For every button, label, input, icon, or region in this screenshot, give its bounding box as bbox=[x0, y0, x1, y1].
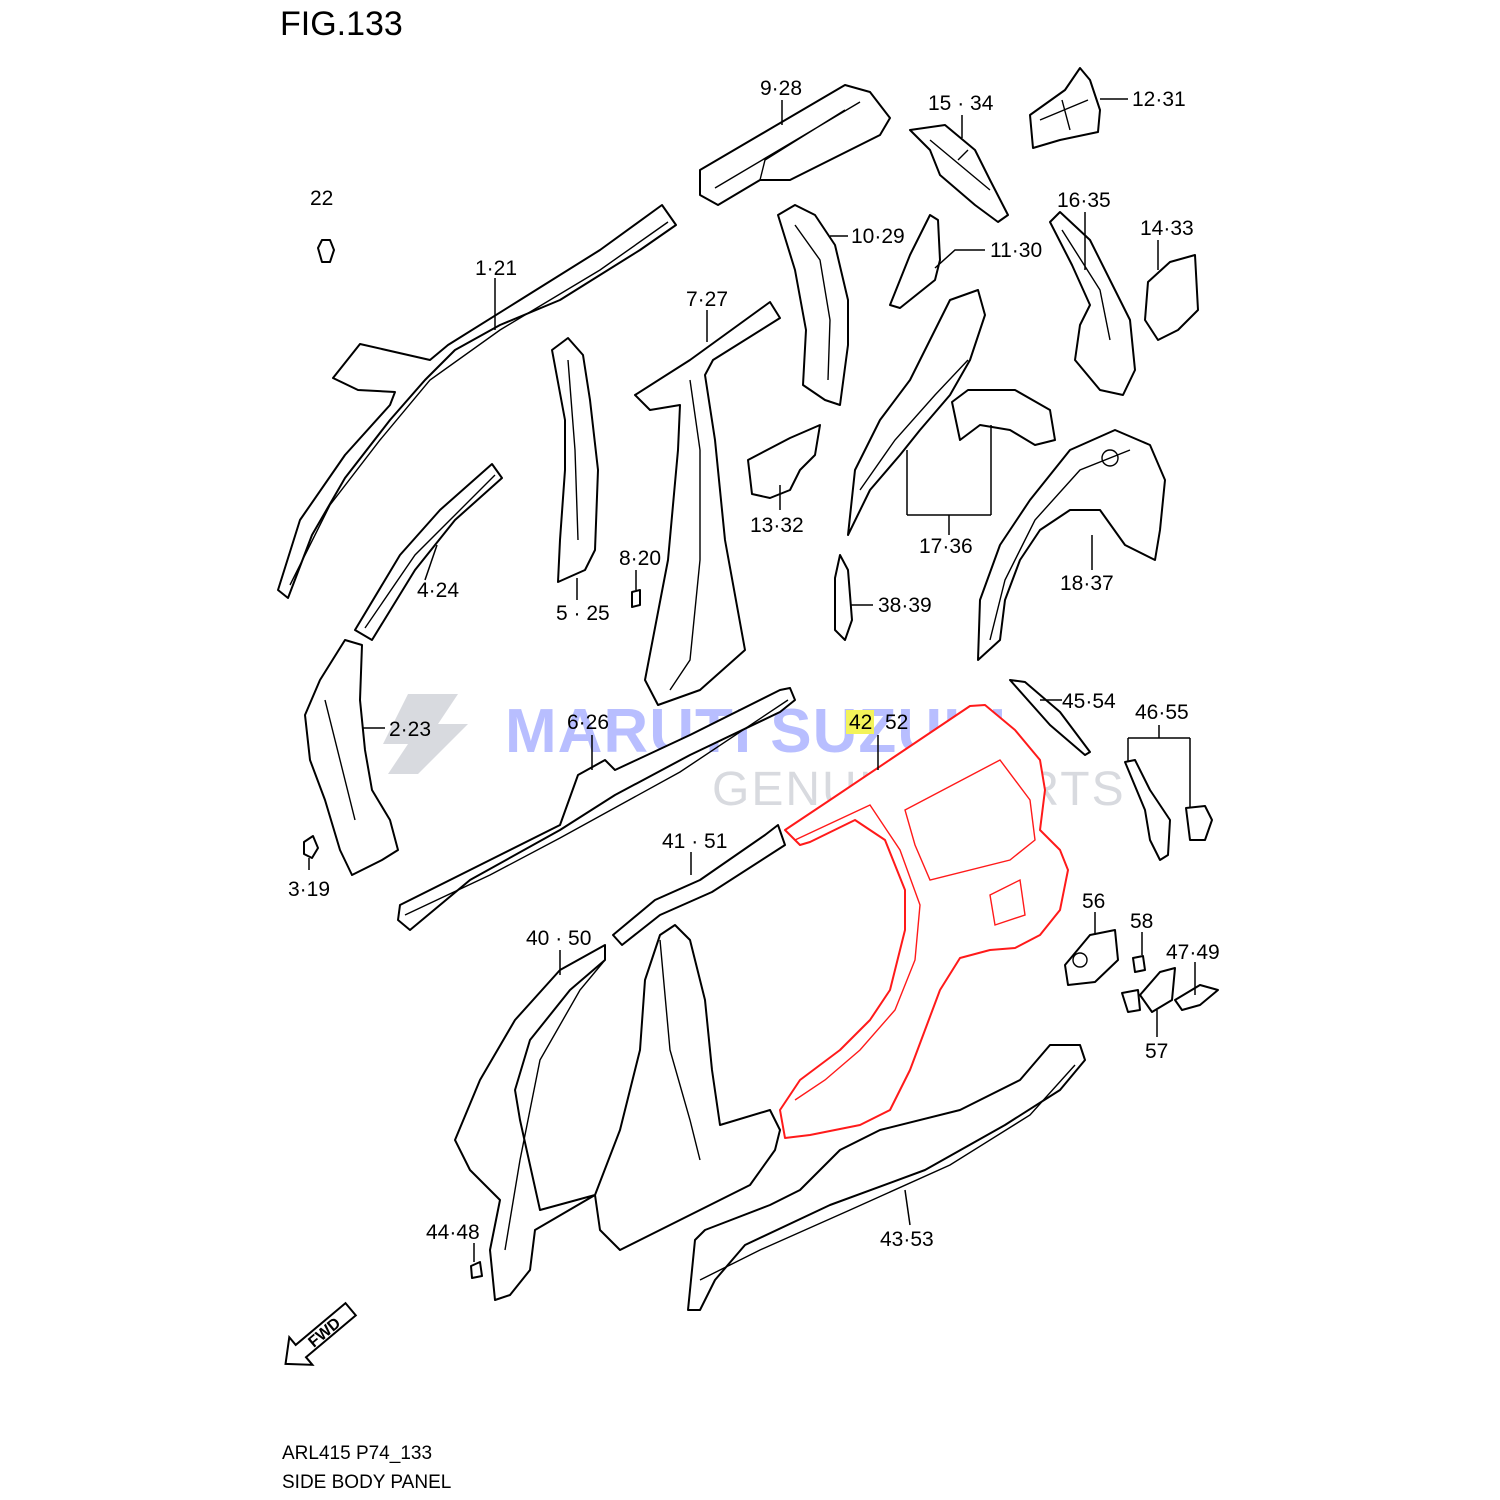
part-front-pillar-outer[interactable] bbox=[354, 463, 503, 641]
callout-2-23[interactable]: 2·23 bbox=[389, 718, 431, 741]
callout-labels: 9·28 15 · 34 12·31 22 1·21 10·29 11·30 1… bbox=[288, 77, 1220, 1251]
callout-1-21[interactable]: 1·21 bbox=[475, 257, 517, 280]
part-small-strip[interactable] bbox=[834, 554, 853, 641]
part-pillar-reinforce-lower[interactable] bbox=[551, 337, 599, 583]
callout-15-34[interactable]: 15 · 34 bbox=[928, 92, 994, 115]
part-front-pillar-lower[interactable] bbox=[304, 639, 399, 876]
part-rear-corner[interactable] bbox=[1124, 759, 1213, 861]
callout-5-25[interactable]: 5 · 25 bbox=[556, 602, 610, 625]
leader-lines bbox=[308, 98, 1196, 1262]
part-wheelhouse-outer[interactable] bbox=[977, 429, 1166, 661]
callout-6-26[interactable]: 6·26 bbox=[567, 711, 609, 734]
callout-52[interactable]: 52 bbox=[885, 711, 908, 734]
callout-58[interactable]: 58 bbox=[1130, 910, 1153, 933]
part-quarter-upper-bracket[interactable] bbox=[909, 124, 1009, 223]
callout-40-50[interactable]: 40 · 50 bbox=[526, 927, 591, 950]
callout-42-highlighted[interactable]: 42 bbox=[849, 711, 872, 734]
callout-18-37[interactable]: 18·37 bbox=[1060, 572, 1114, 595]
part-small-clip[interactable] bbox=[631, 589, 641, 608]
part-pillar-reinforcement[interactable] bbox=[777, 204, 849, 406]
part-wheelhouse-inner[interactable] bbox=[847, 289, 1056, 536]
callout-8-20[interactable]: 8·20 bbox=[619, 547, 661, 570]
forward-direction-arrow-icon: FWD bbox=[284, 1301, 358, 1366]
callout-14-33[interactable]: 14·33 bbox=[1140, 217, 1194, 240]
callout-13-32[interactable]: 13·32 bbox=[750, 514, 804, 537]
callout-3-19[interactable]: 3·19 bbox=[288, 878, 330, 901]
part-roof-side-rail[interactable] bbox=[277, 204, 677, 599]
suzuki-logo-icon bbox=[383, 694, 468, 774]
part-quarter-outer-panel-highlighted[interactable] bbox=[779, 704, 1069, 1139]
callout-9-28[interactable]: 9·28 bbox=[760, 77, 802, 100]
highlight-marker bbox=[846, 710, 874, 734]
part-small-grommet[interactable] bbox=[470, 1261, 483, 1279]
part-rear-pillar-upper[interactable] bbox=[1029, 67, 1101, 149]
callout-57[interactable]: 57 bbox=[1145, 1040, 1168, 1063]
callout-46-55[interactable]: 46·55 bbox=[1135, 701, 1189, 724]
part-roof-rail-inner[interactable] bbox=[699, 84, 891, 206]
figure-title: FIG.133 bbox=[280, 5, 403, 43]
part-rear-pillar-inner[interactable] bbox=[1049, 211, 1136, 396]
callout-44-48[interactable]: 44·48 bbox=[426, 1221, 480, 1244]
callout-16-35[interactable]: 16·35 bbox=[1057, 189, 1111, 212]
figure-name: SIDE BODY PANEL bbox=[282, 1472, 452, 1493]
callout-10-29[interactable]: 10·29 bbox=[851, 225, 905, 248]
callout-11-30[interactable]: 11·30 bbox=[990, 239, 1042, 262]
callout-43-53[interactable]: 43·53 bbox=[880, 1228, 934, 1251]
part-side-sill-inner[interactable] bbox=[397, 687, 796, 931]
callout-4-24[interactable]: 4·24 bbox=[417, 579, 459, 602]
callout-7-27[interactable]: 7·27 bbox=[686, 288, 728, 311]
callout-12-31[interactable]: 12·31 bbox=[1132, 88, 1186, 111]
part-fuel-lid-hinge[interactable] bbox=[1174, 984, 1219, 1011]
callout-47-49[interactable]: 47·49 bbox=[1166, 941, 1220, 964]
part-center-pillar-cap[interactable] bbox=[612, 824, 786, 946]
part-side-sill-outer[interactable] bbox=[687, 1044, 1086, 1311]
callout-41-51[interactable]: 41 · 51 bbox=[662, 830, 727, 853]
callout-17-36[interactable]: 17·36 bbox=[919, 535, 973, 558]
part-wheelhouse-bracket[interactable] bbox=[747, 424, 821, 499]
part-fuel-lid[interactable] bbox=[1121, 967, 1176, 1013]
part-fuel-lid-housing[interactable] bbox=[1064, 929, 1119, 986]
figure-code: ARL415 P74_133 bbox=[282, 1443, 433, 1464]
callout-38-39[interactable]: 38·39 bbox=[878, 594, 932, 617]
callout-56[interactable]: 56 bbox=[1082, 890, 1105, 913]
part-corner-bracket[interactable] bbox=[1144, 254, 1199, 341]
part-fuel-lid-bolt[interactable] bbox=[1132, 955, 1146, 973]
part-side-outer-front[interactable] bbox=[454, 924, 781, 1301]
callout-45-54[interactable]: 45·54 bbox=[1062, 690, 1116, 713]
part-gusset-plate[interactable] bbox=[889, 214, 941, 309]
callout-22[interactable]: 22 bbox=[310, 187, 333, 210]
part-clip[interactable] bbox=[317, 239, 335, 263]
part-center-pillar-inner[interactable] bbox=[634, 301, 781, 706]
part-rear-strip[interactable] bbox=[1009, 679, 1091, 756]
part-small-nut[interactable] bbox=[303, 835, 319, 859]
